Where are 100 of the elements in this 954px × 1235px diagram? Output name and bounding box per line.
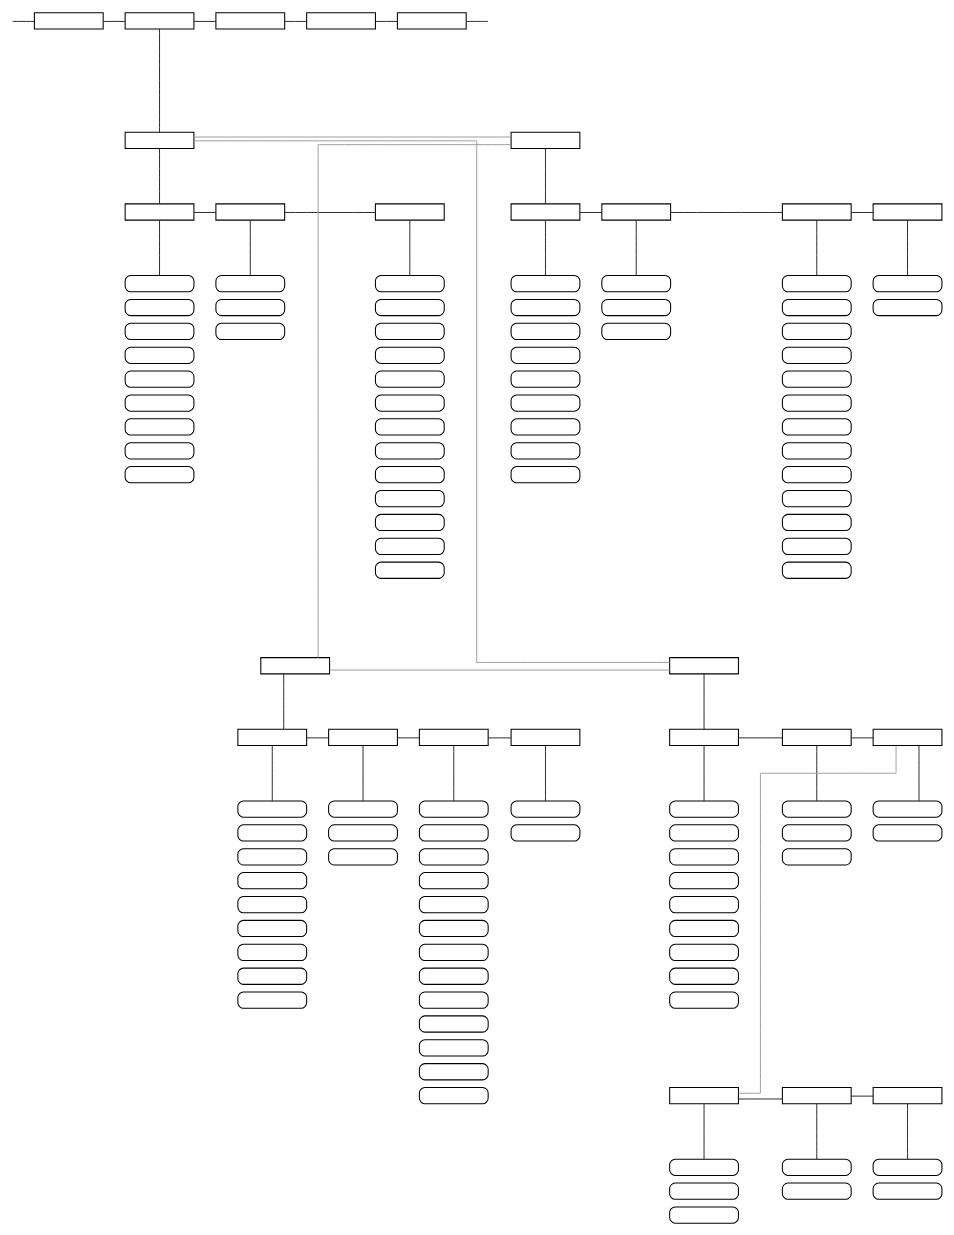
connector [738,736,783,738]
node-pill [669,1158,739,1176]
node-pill [124,370,195,388]
connector [738,1098,783,1099]
node-pill [510,441,581,459]
node-pill [237,943,308,961]
node-pill [781,823,852,842]
node-pill [418,895,489,913]
node-pill [669,895,739,913]
connector [329,669,670,671]
node-pill [215,298,286,316]
connector [409,219,411,276]
node-pill [374,537,445,555]
node-box [374,202,445,221]
node-pill [872,1182,943,1200]
node-pill [781,322,852,340]
node-box [872,1086,943,1104]
connector [362,744,364,801]
node-pill [510,370,581,388]
node-pill [510,823,581,842]
connector [816,744,818,801]
connector [907,219,908,276]
connector [545,147,546,204]
connector [918,744,920,801]
connector [579,211,603,213]
node-pill [124,417,195,436]
node-pill [781,847,852,865]
connector [397,736,420,738]
connector [159,28,160,133]
node-box [328,728,398,746]
node-pill [237,967,308,985]
node-pill [781,561,852,579]
node-pill [669,919,739,937]
node-pill [328,847,398,865]
node-pill [510,298,581,316]
node-pill [872,799,943,818]
node-pill [418,823,489,842]
node-pill [124,274,195,292]
node-pill [374,417,445,436]
connector [375,20,398,22]
node-pill [124,322,195,340]
node-pill [374,465,445,483]
connector [816,1102,818,1160]
connector [738,744,897,1094]
connector [193,136,512,137]
node-pill [601,322,672,340]
node-pill [781,537,852,555]
node-box [781,202,852,221]
node-pill [510,274,581,292]
node-pill [781,799,852,818]
connector [850,211,874,213]
node-box [510,728,581,746]
node-pill [872,1158,943,1176]
node-pill [374,489,445,507]
node-pill [215,322,286,340]
node-pill [418,871,489,889]
connector [487,736,512,738]
node-pill [669,847,739,865]
node-pill [781,441,852,459]
node-pill [124,465,195,483]
node-box [669,1086,739,1104]
node-pill [418,1062,489,1080]
node-box [669,728,739,746]
connector [284,211,376,213]
node-pill [124,298,195,316]
node-pill [669,1182,739,1200]
connector [850,1095,874,1097]
node-pill [237,871,308,889]
node-pill [781,370,852,388]
node-pill [510,799,581,818]
node-pill [872,823,943,842]
node-pill [418,1086,489,1104]
node-pill [781,393,852,412]
connector [850,736,874,738]
node-box [510,202,581,221]
node-pill [669,967,739,985]
node-box [418,728,489,746]
node-pill [374,274,445,292]
node-pill [669,990,739,1009]
node-pill [872,274,943,292]
node-pill [510,417,581,436]
node-box [872,728,943,746]
node-pill [781,417,852,436]
node-box [124,202,195,221]
connector [703,744,705,801]
connector [283,673,285,730]
node-pill [510,393,581,412]
node-pill [601,298,672,316]
node-pill [237,990,308,1009]
node-pill [237,823,308,842]
node-box [124,11,195,30]
node-box [872,202,943,221]
node-box [669,656,739,674]
node-pill [418,990,489,1009]
node-pill [374,441,445,459]
node-pill [601,274,672,292]
node-pill [124,393,195,412]
node-pill [215,274,286,292]
node-pill [328,823,398,842]
node-pill [374,393,445,412]
